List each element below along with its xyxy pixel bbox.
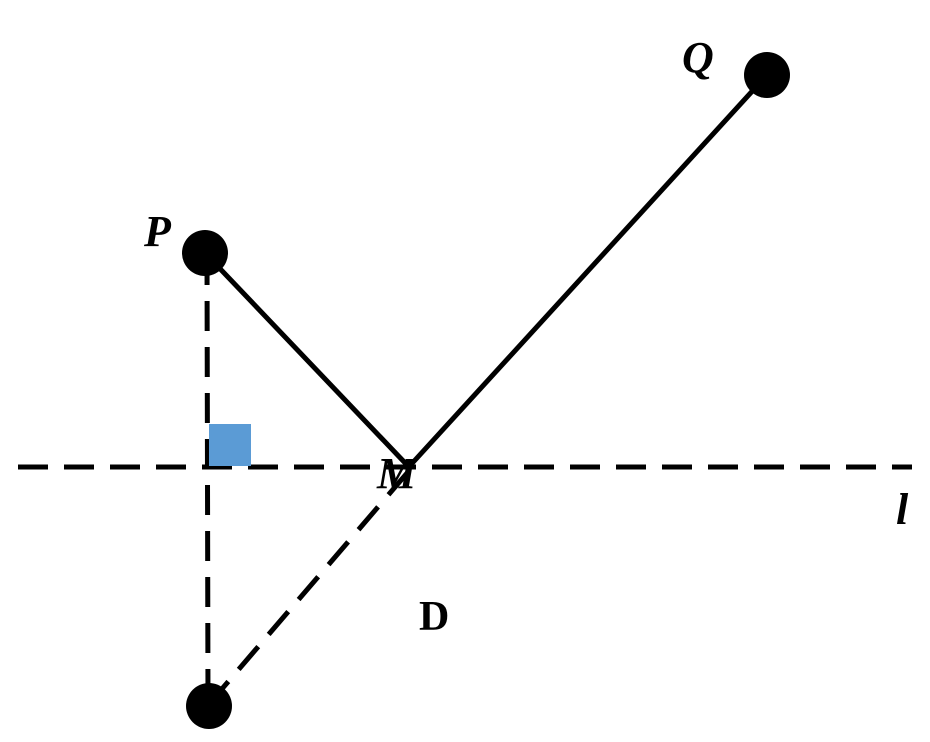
label-m: M bbox=[376, 449, 418, 498]
right-angle-marker bbox=[209, 424, 251, 466]
segment-mq bbox=[404, 73, 769, 472]
point-q bbox=[744, 52, 790, 98]
label-q: Q bbox=[682, 33, 714, 82]
perpendicular-dashed-line bbox=[204, 254, 211, 706]
reflection-dashed-segment bbox=[207, 470, 410, 706]
label-l: l bbox=[896, 485, 909, 534]
label-p: P bbox=[143, 207, 172, 256]
label-d: D bbox=[419, 594, 449, 640]
segment-pm bbox=[204, 252, 410, 468]
point-reflected bbox=[186, 683, 232, 729]
point-p bbox=[182, 230, 228, 276]
